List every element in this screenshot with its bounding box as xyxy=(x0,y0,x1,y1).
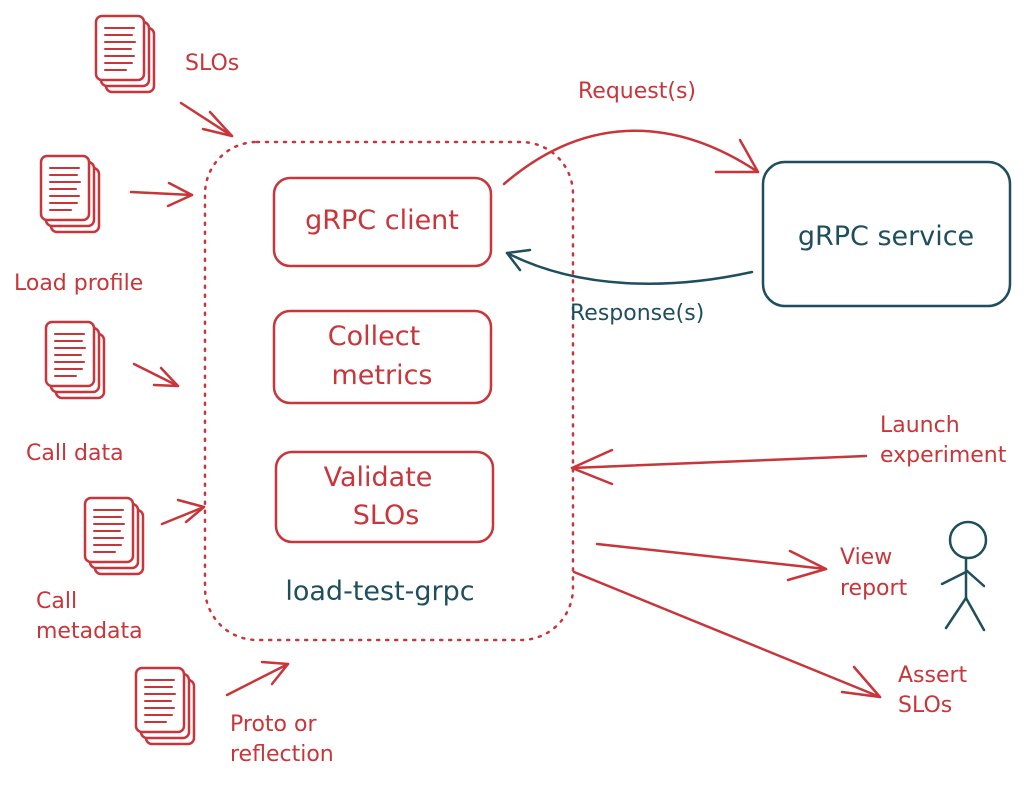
call-data-label: Call data xyxy=(26,441,124,466)
load-profile-document-icon xyxy=(39,154,101,234)
collect-metrics-task: Collect metrics xyxy=(272,309,493,405)
load-profile-arrow xyxy=(129,190,194,197)
call-data-arrow xyxy=(132,362,180,388)
grpc-client-task: gRPC client xyxy=(272,176,493,268)
proto-label-line2: reflection xyxy=(230,742,334,767)
launch-experiment-arrow xyxy=(570,448,868,486)
call-metadata-label-line2: metadata xyxy=(36,619,143,644)
slos-arrow xyxy=(179,101,234,138)
collect-metrics-label-line1: Collect xyxy=(328,321,420,352)
grpc-service-node: gRPC service xyxy=(761,160,1012,308)
load-profile-label: Load profile xyxy=(14,271,143,296)
call-metadata-arrow xyxy=(160,505,206,526)
experiment-container xyxy=(203,140,575,642)
assert-slos-label-line1: Assert xyxy=(898,663,968,688)
response-label: Response(s) xyxy=(570,301,704,326)
proto-label-line1: Proto or xyxy=(230,712,317,737)
call-data-document-icon xyxy=(44,320,106,400)
assert-slos-arrow xyxy=(572,570,882,699)
view-report-label-line1: View xyxy=(840,545,892,570)
validate-slos-label-line2: SLOs xyxy=(353,500,420,531)
view-report-label-line2: report xyxy=(840,576,908,601)
input-arrows xyxy=(129,101,290,697)
assert-slos-label-line2: SLOs xyxy=(898,693,952,718)
call-metadata-label-line1: Call xyxy=(36,589,77,614)
launch-label-line1: Launch xyxy=(880,413,960,438)
experiment-name: load-test-grpc xyxy=(285,576,474,607)
collect-metrics-label-line2: metrics xyxy=(331,360,432,391)
request-label: Request(s) xyxy=(578,79,696,104)
proto-document-icon xyxy=(134,666,196,746)
grpc-client-label: gRPC client xyxy=(305,205,459,236)
proto-arrow xyxy=(225,662,290,697)
stick-figure-user-icon xyxy=(940,520,988,632)
call-metadata-document-icon xyxy=(83,496,145,576)
request-arrow xyxy=(502,129,760,186)
slos-document-icon xyxy=(94,14,156,94)
response-arrow xyxy=(505,248,754,285)
view-report-arrow xyxy=(595,542,828,582)
slos-label: SLOs xyxy=(185,51,239,76)
grpc-service-label: gRPC service xyxy=(798,221,974,252)
validate-slos-task: Validate SLOs xyxy=(274,450,495,544)
validate-slos-label-line1: Validate xyxy=(324,462,433,493)
launch-label-line2: experiment xyxy=(880,443,1007,468)
